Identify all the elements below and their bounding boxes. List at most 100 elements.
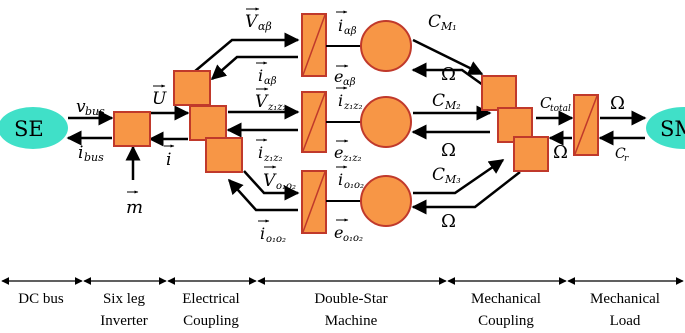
label-v3: V o₁o₂ [263,165,296,192]
label-v2-main: V [255,92,269,112]
label-ctotal-sub: total [550,104,571,114]
arrows [66,32,647,215]
label-m-main: m [126,197,143,218]
source-se-ellipse [0,107,68,149]
label-i: i [164,144,175,170]
label-omega4: Ω [553,142,568,163]
label-vbus-main: v [76,97,86,117]
converter-circle-links [326,45,362,202]
section-electrical-line1: Electrical [182,291,239,307]
source-sm: SM [646,107,685,149]
inverter-block [113,111,151,147]
label-e3-main: e [334,223,343,242]
arrow-omega1 [411,62,491,92]
label-i1-bot: i αβ [256,61,277,87]
label-v2: V z₁z₂ [255,87,287,113]
arrow-i-alphabeta [210,55,298,80]
label-e2-main: e [334,143,343,162]
section-machine-line1: Double-Star [314,291,387,307]
section-dc-bus-line1: DC bus [18,291,64,307]
label-ibus: i bus [78,143,104,164]
section-mech-coupling-line1: Mechanical [471,291,541,307]
label-omega5: Ω [610,93,625,114]
label-cr: C r [615,146,629,164]
label-i2-bot-sub: z₁z₂ [263,153,283,164]
label-ctotal-main: C [540,94,552,112]
label-i2-top-main: i [338,91,343,110]
label-v3-main: V [263,171,277,191]
label-i1-bot-main: i [258,66,263,85]
section-load-line2: Load [610,313,641,329]
label-i2-bot: i z₁z₂ [256,138,283,164]
label-i3-bot-main: i [260,224,265,243]
label-v1-sub: αβ [258,20,272,33]
label-c1-main: C [428,12,441,32]
coupling-block-top [173,70,211,106]
label-e3-sub: o₁o₂ [343,233,363,244]
label-v3-sub: o₁o₂ [276,181,296,192]
label-v2-sub: z₁z₂ [267,102,287,113]
label-i-main: i [166,150,171,170]
machine-circle-o1o2 [360,175,412,227]
converter-diagonals [302,14,598,233]
diagonal-o1o2 [302,171,326,233]
mech-coupling-block-top [481,75,517,111]
label-c2-main: C [432,91,445,111]
label-vbus: v bus [76,97,105,118]
label-omega2: Ω [441,140,456,161]
coupling-block-bottom [205,137,243,173]
label-c1-sub: M₁ [440,20,457,33]
section-machine-line2: Machine [325,313,378,329]
label-i1-top-sub: αβ [344,26,357,37]
label-i3-top: i o₁o₂ [336,165,364,191]
label-e1: e αβ [334,64,356,88]
label-u-main: U [152,89,167,109]
label-i2-bot-main: i [258,143,263,162]
diagonal-z1z2 [302,92,326,152]
machine-circle-alphabeta [360,20,412,72]
labels: v bus i bus m U i V αβ i αβ [76,7,629,245]
arrow-omega3 [411,171,521,215]
arrow-v-o1o2 [243,170,300,201]
label-i3-top-sub: o₁o₂ [344,180,364,191]
label-c3-main: C [432,165,445,185]
label-i2-top-sub: z₁z₂ [343,101,363,112]
label-omega3: Ω [441,211,456,232]
label-e2-sub: z₁z₂ [342,153,362,164]
label-c2: C M₂ [432,91,461,112]
label-c2-sub: M₂ [444,99,461,112]
arrow-cm3 [413,158,505,195]
label-v1: V αβ [245,7,272,33]
label-i1-top-main: i [338,16,343,35]
section-load-line1: Mechanical [590,291,660,307]
label-e1-sub: αβ [343,77,356,88]
diagonal-alphabeta [302,14,326,76]
label-e1-main: e [334,67,343,86]
label-e3: e o₁o₂ [334,218,363,244]
arrow-cm1 [412,38,484,76]
label-c1: C M₁ [428,12,457,33]
label-ibus-sub: bus [84,151,104,164]
source-sm-label: SM [660,117,685,141]
coupling-block-mid [189,105,227,141]
arrow-i-o1o2 [227,178,298,212]
label-e2: e z₁z₂ [334,139,362,164]
diagonal-load [574,95,598,155]
label-u: U [152,84,167,109]
source-sm-ellipse [646,107,685,149]
label-ibus-main: i [78,143,83,163]
label-i3-bot-sub: o₁o₂ [266,234,286,245]
mech-coupling-block-bottom [513,136,549,172]
label-v1-main: V [245,12,259,32]
section-mech-coupling-line2: Coupling [478,313,534,329]
label-i3-bot: i o₁o₂ [258,219,286,245]
arrow-v-alphabeta [193,32,300,73]
label-i1-bot-sub: αβ [264,76,277,87]
label-omega1: Ω [441,64,456,85]
label-ctotal: C total [540,94,571,114]
section-inverter-line1: Six leg [103,291,146,307]
machine-circles [360,20,412,227]
label-i3-top-main: i [338,170,343,189]
source-se: SE [0,107,68,149]
section-electrical-line2: Coupling [183,313,239,329]
